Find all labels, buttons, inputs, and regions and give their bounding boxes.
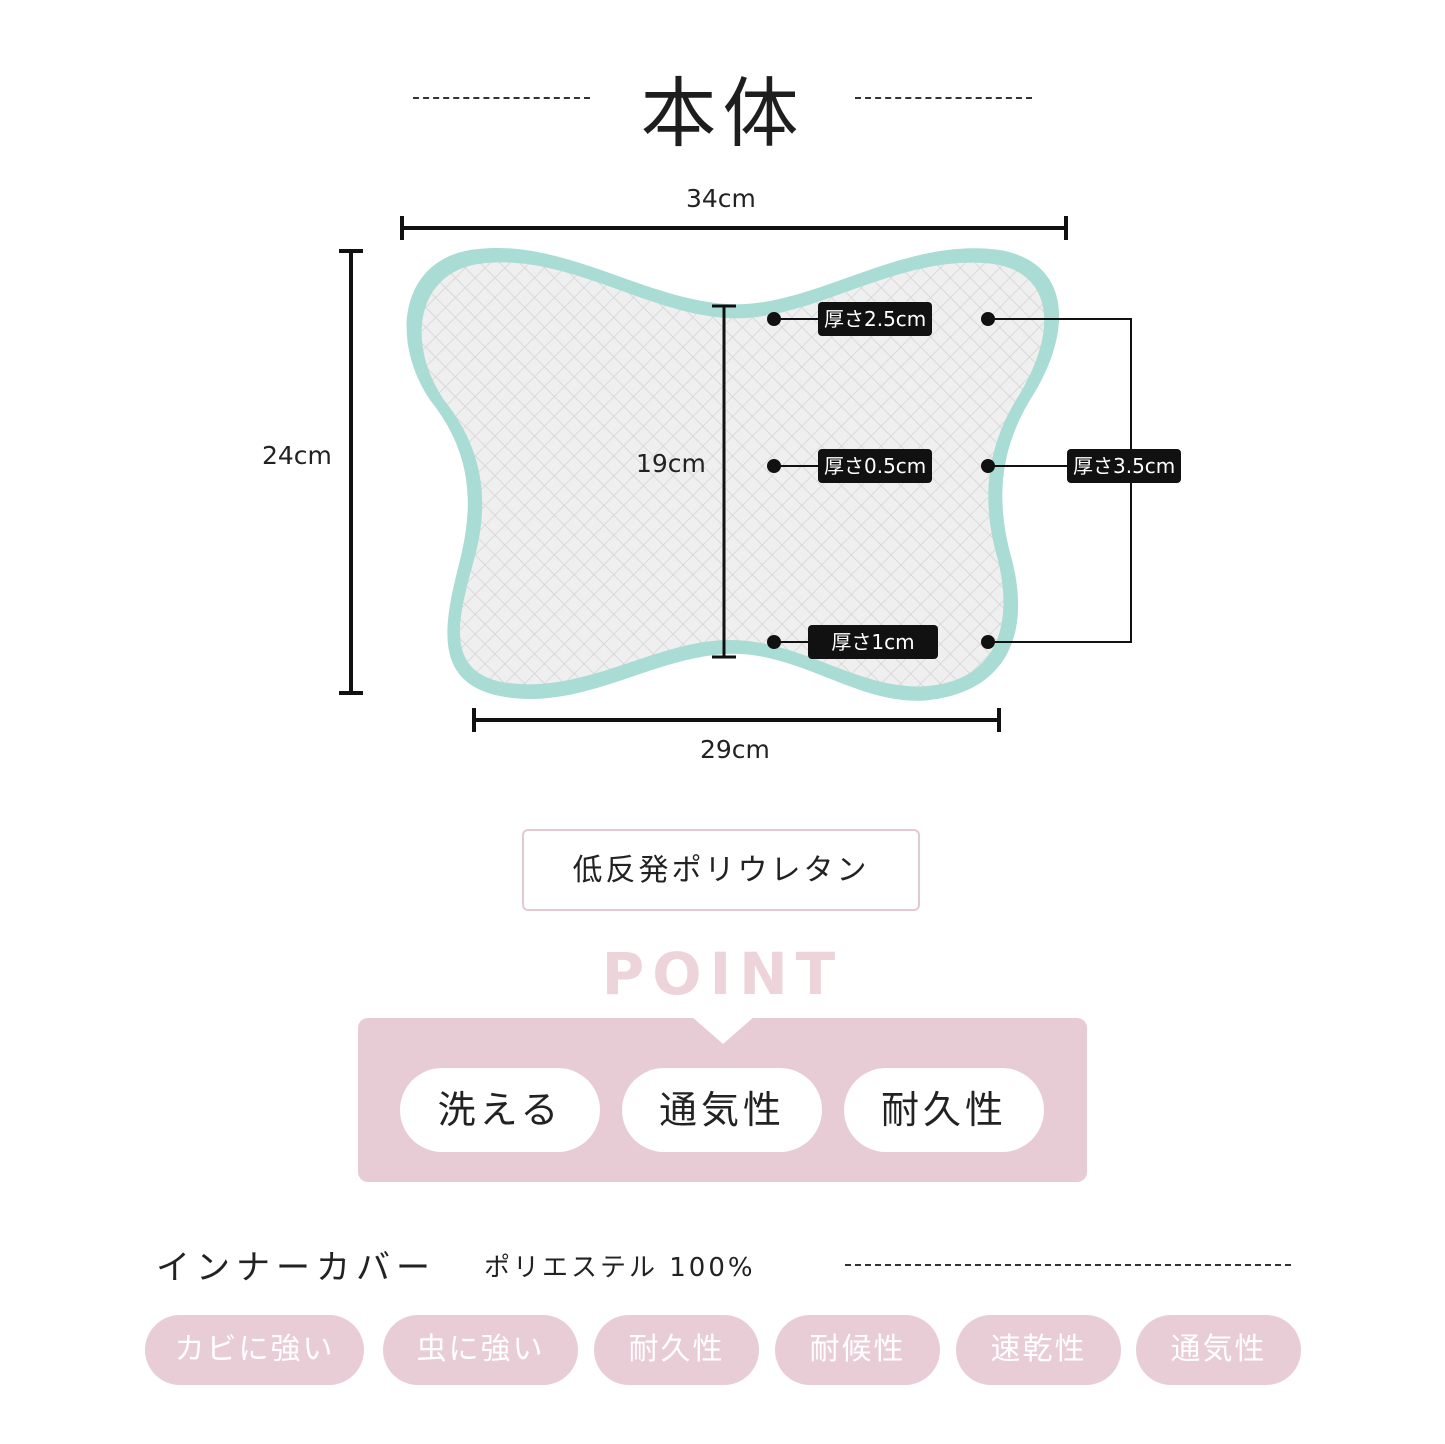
inner-feature-quickdry: 速乾性 (956, 1315, 1121, 1385)
point-feature-washable: 洗える (400, 1068, 600, 1152)
thickness-tag-side: 厚さ3.5cm (1067, 449, 1182, 483)
thickness-tag-middle: 厚さ0.5cm (818, 449, 933, 483)
inner-cover-title: インナーカバー (156, 1248, 436, 1288)
top-dimension-line (400, 216, 1068, 240)
inner-feature-mold: カビに強い (145, 1315, 364, 1385)
inner-cover-dash (845, 1264, 1291, 1266)
left-dimension-line (339, 249, 363, 695)
pillow-body (421, 262, 1045, 687)
thickness-tag-bottom: 厚さ1cm (808, 625, 938, 659)
point-feature-durable: 耐久性 (844, 1068, 1044, 1152)
title-dash-right (855, 97, 1032, 99)
material-label: 低反発ポリウレタン (522, 829, 920, 911)
point-feature-breathable: 通気性 (622, 1068, 822, 1152)
point-title: POINT (601, 940, 844, 1008)
title-dash-left (413, 97, 590, 99)
pillow-diagram (339, 216, 1132, 732)
thickness-tag-top: 厚さ2.5cm (818, 302, 933, 336)
inner-feature-durable: 耐久性 (594, 1315, 759, 1385)
page-title: 本体 (640, 69, 805, 158)
inner-height-label: 19cm (636, 449, 706, 478)
top-width-label: 34cm (686, 184, 756, 213)
inner-cover-material: ポリエステル 100% (484, 1253, 756, 1283)
inner-feature-insect: 虫に強い (383, 1315, 578, 1385)
inner-feature-weather: 耐候性 (775, 1315, 940, 1385)
bottom-width-label: 29cm (700, 735, 770, 764)
inner-feature-breathable: 通気性 (1136, 1315, 1301, 1385)
point-notch (691, 1016, 755, 1044)
height-label: 24cm (262, 441, 332, 470)
inner-dimension-line (712, 304, 736, 659)
bottom-dimension-line (472, 708, 1001, 732)
